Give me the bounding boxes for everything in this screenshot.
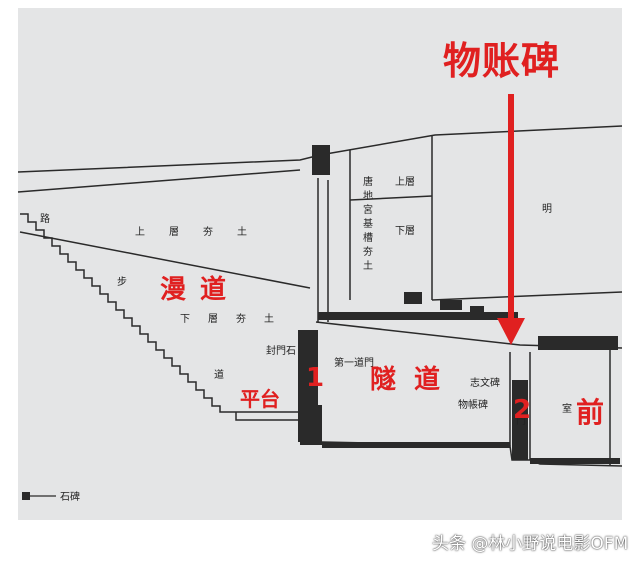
rubble-2: [440, 300, 462, 310]
stone-tablet-icon: [22, 492, 30, 500]
label-ramp-dao: 道: [214, 368, 224, 381]
title-label: 物账碑: [443, 39, 561, 83]
label-tang-foundation: 唐地宮基槽夯土: [361, 175, 373, 274]
label-first-door: 第一道門: [334, 356, 374, 369]
tunnel-roof-slab: [318, 312, 518, 320]
label-upper-rammed: 上層夯土: [135, 225, 271, 238]
label-ramp: 漫道: [160, 274, 240, 305]
foundation-divider: [349, 195, 433, 201]
upper-earth-boundary: [19, 231, 311, 289]
black-labels: 路 步 上層夯土 上層 下層 明 下層夯土 道 封門石 第一道門 志文碑 物帳碑…: [40, 176, 572, 427]
label-door-1: 1: [306, 363, 324, 393]
platform-edge: [235, 412, 300, 421]
label-lower-rammed: 下層夯土: [180, 312, 292, 325]
label-tunnel: 隧道: [370, 364, 458, 395]
chamber-floor-slab: [530, 458, 620, 464]
watermark: 头条 @林小野说电影OFM: [432, 534, 629, 554]
masonry: [298, 145, 620, 464]
structure-lines: [17, 125, 623, 467]
label-inventory-tablet: 物帳碑: [458, 398, 488, 411]
door-2-block: [512, 380, 528, 460]
lower-boundary-right: [431, 291, 623, 301]
legend: 石碑: [22, 490, 80, 503]
label-platform: 平台: [240, 387, 280, 411]
ramp-stairs: [20, 213, 300, 413]
shaft-cap: [312, 145, 330, 175]
label-step: 步: [117, 276, 127, 288]
legend-text: 石碑: [60, 490, 80, 503]
label-ming: 明: [542, 203, 552, 215]
label-front-chamber: 前: [576, 396, 604, 429]
door-2-wall: [509, 352, 531, 460]
red-arrow: [497, 94, 525, 345]
rubble-3: [470, 306, 484, 316]
label-upper-layer: 上層: [395, 176, 415, 188]
label-door-2: 2: [513, 395, 531, 425]
label-front-shi: 室: [562, 402, 572, 415]
tunnel-floor-slab: [322, 442, 510, 448]
front-chamber-roof: [538, 336, 618, 350]
foundation-label: 唐地宮基槽夯土: [361, 175, 373, 274]
label-door: 門: [516, 415, 526, 427]
label-epitaph-tablet: 志文碑: [470, 376, 500, 389]
rubble-1: [404, 292, 422, 304]
ground-line-left: [17, 169, 301, 193]
label-road: 路: [40, 212, 50, 225]
label-seal-stone: 封門石: [266, 344, 296, 357]
door-1-base: [300, 405, 322, 445]
red-labels: 漫道 平台 1 隧道 2 前: [160, 274, 604, 429]
label-lower-layer: 下層: [395, 225, 415, 237]
